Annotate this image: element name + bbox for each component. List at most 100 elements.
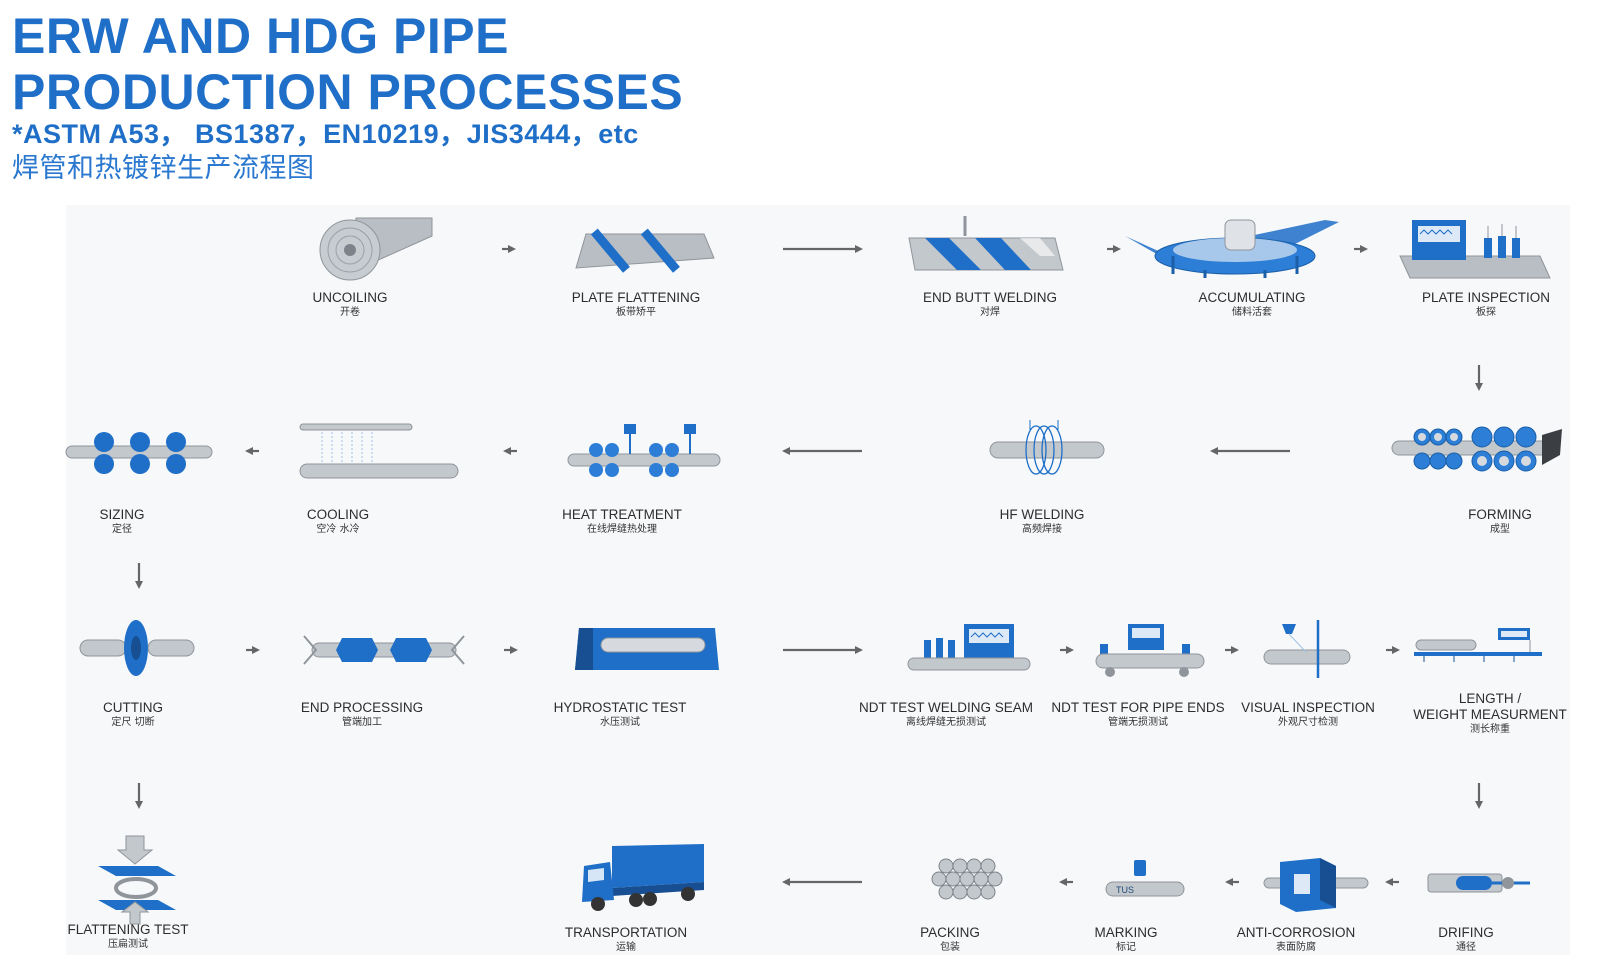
cooling-icon: [299, 423, 459, 479]
step-label: LENGTH /: [1458, 691, 1522, 706]
step-label: FORMING: [1468, 507, 1532, 522]
step-flattening-test: FLATTENING TEST 压扁测试: [67, 922, 188, 951]
process-panel: [66, 205, 1570, 955]
step-label-zh: 包装: [939, 942, 960, 953]
step-label-zh: 管端无损测试: [1107, 717, 1168, 728]
step-sizing: SIZING 定径: [99, 507, 144, 536]
step-label-zh: 成型: [1490, 524, 1510, 535]
step-label-zh: 对焊: [979, 307, 1000, 318]
anti-corrosion-icon: [1263, 858, 1369, 912]
step-label-line-2: WEIGHT MEASURMENT: [1413, 707, 1567, 722]
ndt-ends-icon: [1095, 624, 1205, 677]
step-marking: MARKING 标记: [1094, 925, 1157, 954]
step-label-zh: 测长称重: [1469, 724, 1510, 735]
step-label-zh: 定径: [111, 524, 132, 535]
heat-treatment-icon: [567, 424, 721, 477]
saw-blade-icon: [79, 620, 195, 676]
step-uncoiling: UNCOILING 开卷: [312, 290, 387, 319]
step-label-zh: 板带矫平: [616, 307, 656, 318]
step-label: TRANSPORTATION: [564, 925, 688, 940]
step-label: ANTI-CORROSION: [1236, 925, 1356, 940]
step-ndt-seam: NDT TEST WELDING SEAM 离线焊缝无损测试: [859, 700, 1033, 729]
step-hf-welding: HF WELDING 高频焊接: [1000, 507, 1085, 536]
step-heat-treatment: HEAT TREATMENT 在线焊缝热处理: [562, 507, 682, 536]
step-label-zh: 在线焊缝热处理: [586, 524, 657, 535]
step-label: SIZING: [99, 507, 145, 522]
title-line-2: PRODUCTION PROCESSES: [12, 64, 684, 120]
step-label-zh: 运输: [615, 942, 636, 953]
step-label: HF WELDING: [999, 507, 1085, 522]
step-label-zh: 标记: [1115, 942, 1136, 953]
step-label: FLATTENING TEST: [67, 922, 189, 937]
truck-icon: [582, 844, 704, 911]
title-line-1: ERW AND HDG PIPE: [12, 8, 509, 64]
bundle-icon: [931, 858, 1003, 900]
step-label-zh: 水压测试: [599, 717, 640, 728]
step-label: CUTTING: [103, 700, 163, 715]
step-drifing: DRIFING 通径: [1438, 925, 1494, 954]
marking-tag-text: TUS: [1116, 885, 1134, 895]
step-end-processing: END PROCESSING 管端加工: [301, 700, 423, 729]
step-label: HEAT TREATMENT: [562, 507, 682, 522]
step-length-weight: LENGTH /WEIGHT MEASURMENT 测长称重: [1413, 691, 1567, 736]
step-label: DRIFING: [1438, 925, 1494, 940]
step-label: MARKING: [1094, 925, 1158, 940]
step-plate-inspection: PLATE INSPECTION 板探: [1422, 290, 1550, 319]
step-ndt-ends: NDT TEST FOR PIPE ENDS 管端无损测试: [1051, 700, 1224, 729]
step-label: VISUAL INSPECTION: [1241, 700, 1375, 715]
step-label-zh: 储料活套: [1231, 307, 1272, 318]
step-label: END PROCESSING: [300, 700, 424, 715]
end-processing-icon: [303, 635, 465, 665]
step-label-zh: 开卷: [339, 307, 360, 318]
ndt-seam-icon: [907, 624, 1031, 671]
hydrostatic-icon: [575, 628, 719, 670]
step-label: NDT TEST WELDING SEAM: [858, 700, 1034, 715]
step-visual-inspection: VISUAL INSPECTION 外观尺寸检测: [1241, 700, 1375, 729]
step-hydrostatic-test: HYDROSTATIC TEST 水压测试: [554, 700, 687, 729]
step-label-zh: 离线焊缝无损测试: [906, 717, 986, 728]
forming-rollers-icon: [1391, 426, 1562, 472]
step-label: END BUTT WELDING: [922, 290, 1058, 305]
marking-icon: TUS: [1105, 860, 1185, 897]
step-anti-corrosion: ANTI-CORROSION 表面防腐: [1237, 925, 1356, 954]
step-label: COOLING: [306, 507, 370, 522]
step-label: PACKING: [920, 925, 980, 940]
butt-welding-icon: [908, 216, 1064, 271]
step-cooling: COOLING 空冷 水冷: [307, 507, 369, 536]
step-transportation: TRANSPORTATION 运输: [565, 925, 687, 954]
visual-inspection-icon: [1263, 620, 1351, 678]
step-forming: FORMING 成型: [1468, 507, 1532, 536]
sizing-rollers-icon: [65, 432, 213, 474]
measurement-icon: [1414, 628, 1542, 662]
step-label: NDT TEST FOR PIPE ENDS: [1051, 700, 1225, 715]
coil-icon: [319, 217, 433, 281]
step-label-zh: 外观尺寸检测: [1278, 717, 1338, 728]
step-label: PLATE FLATTENING: [571, 290, 701, 305]
accumulator-icon: [1125, 219, 1339, 278]
standards-line: *ASTM A53， BS1387，EN10219，JIS3444，etc: [12, 119, 639, 149]
step-label-zh: 高频焊接: [1021, 524, 1062, 535]
step-label: UNCOILING: [312, 290, 388, 305]
flattening-rollers-icon: [575, 228, 715, 273]
step-packing: PACKING 包装: [920, 925, 980, 954]
step-label-zh: 板探: [1476, 307, 1496, 318]
step-plate-flattening: PLATE FLATTENING 板带矫平: [572, 290, 701, 319]
hf-coil-icon: [989, 420, 1105, 475]
step-end-butt-welding: END BUTT WELDING 对焊: [923, 290, 1057, 319]
plate-inspection-icon: [1399, 220, 1551, 279]
step-label: PLATE INSPECTION: [1421, 290, 1551, 305]
step-label-zh: 定尺 切断: [111, 717, 155, 728]
chinese-title: 焊管和热镀锌生产流程图: [12, 153, 315, 184]
step-label-zh: 空冷 水冷: [316, 524, 360, 535]
step-label: ACCUMULATING: [1198, 290, 1306, 305]
step-label: HYDROSTATIC TEST: [553, 700, 687, 715]
press-icon: [98, 835, 176, 925]
step-label-zh: 压扁测试: [107, 939, 148, 950]
step-accumulating: ACCUMULATING 储料活套: [1198, 290, 1305, 319]
step-label-zh: 管端加工: [342, 717, 382, 728]
drift-icon: [1427, 873, 1530, 893]
step-label-zh: 通径: [1456, 942, 1476, 953]
step-cutting: CUTTING 定尺 切断: [103, 700, 163, 729]
step-label-zh: 表面防腐: [1275, 942, 1316, 953]
